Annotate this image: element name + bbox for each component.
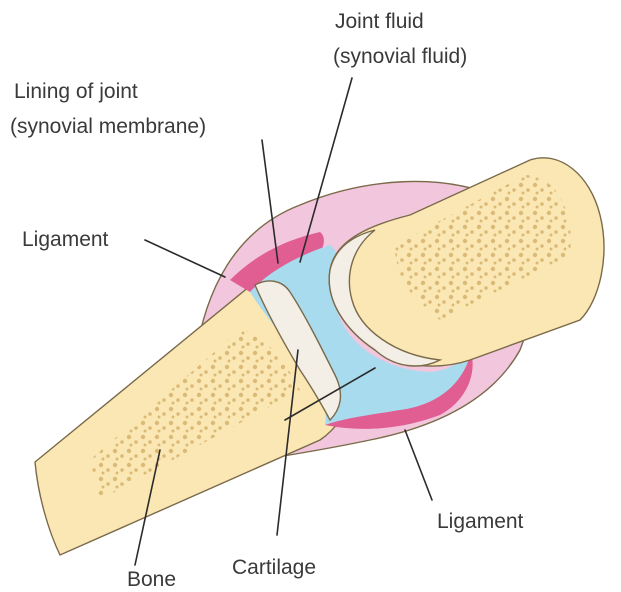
label-joint-fluid-2: (synovial fluid) [333, 45, 467, 68]
label-ligament-left: Ligament [22, 228, 109, 251]
leader-ligament-right [405, 430, 432, 500]
label-lining: Lining of joint [14, 80, 138, 103]
label-lining-2: (synovial membrane) [10, 115, 206, 138]
label-ligament-right: Ligament [437, 510, 524, 533]
leader-ligament-left [145, 240, 225, 277]
label-bone: Bone [127, 568, 176, 591]
label-cartilage: Cartilage [232, 556, 316, 579]
label-joint-fluid: Joint fluid [335, 10, 424, 33]
